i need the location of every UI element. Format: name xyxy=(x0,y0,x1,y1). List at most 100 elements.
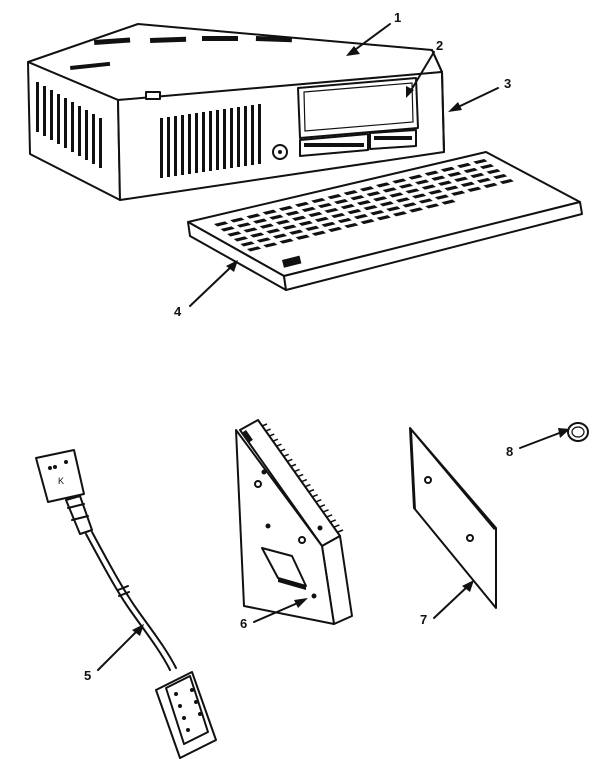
key xyxy=(344,222,359,229)
key xyxy=(256,237,271,243)
edge-tick xyxy=(305,483,311,488)
key xyxy=(386,206,401,212)
key xyxy=(230,217,245,223)
key xyxy=(220,226,235,232)
drive-bay xyxy=(297,77,419,139)
key xyxy=(476,177,492,183)
key xyxy=(353,214,369,220)
edge-tick xyxy=(276,443,282,447)
key xyxy=(467,186,482,192)
key xyxy=(424,170,439,176)
key xyxy=(324,207,339,214)
callout-8: 8 xyxy=(506,444,513,459)
key xyxy=(340,204,355,210)
key xyxy=(493,173,508,180)
key xyxy=(246,213,261,219)
key xyxy=(282,224,297,230)
key xyxy=(314,216,330,222)
key xyxy=(236,222,252,228)
connector-mark: K xyxy=(58,476,64,486)
key xyxy=(247,246,262,252)
edge-tick xyxy=(265,428,271,432)
key xyxy=(415,179,430,185)
key xyxy=(418,198,433,204)
key xyxy=(454,176,469,182)
key xyxy=(421,184,436,190)
key xyxy=(444,185,459,191)
key xyxy=(301,206,316,212)
key xyxy=(409,207,424,213)
edge-tick xyxy=(294,468,300,473)
edge-tick xyxy=(301,478,308,483)
key xyxy=(292,215,307,221)
key xyxy=(278,205,294,211)
mounting-plate xyxy=(409,427,497,609)
key xyxy=(370,210,385,216)
edge-tick xyxy=(279,448,286,452)
edge-tick xyxy=(330,519,337,523)
key xyxy=(431,175,446,181)
edge-tick xyxy=(283,453,289,457)
key xyxy=(343,190,358,196)
key xyxy=(460,181,475,187)
edge-tick xyxy=(297,473,304,478)
key xyxy=(347,209,362,215)
key xyxy=(434,194,450,200)
key xyxy=(311,197,326,204)
key xyxy=(250,232,265,238)
system-unit xyxy=(27,23,445,201)
key xyxy=(402,202,417,208)
edge-tick xyxy=(308,488,315,493)
callout-7: 7 xyxy=(420,612,427,627)
key xyxy=(275,219,291,225)
key xyxy=(473,158,488,165)
edge-tick xyxy=(268,433,275,437)
key xyxy=(373,196,388,202)
key xyxy=(379,201,394,207)
key xyxy=(441,199,456,205)
callout-2: 2 xyxy=(436,38,443,53)
key xyxy=(263,242,278,248)
key xyxy=(337,217,352,224)
key xyxy=(360,219,375,225)
key xyxy=(295,201,310,207)
module-edge-ticks xyxy=(261,423,344,533)
key xyxy=(382,187,397,193)
edge-tick xyxy=(312,493,318,498)
edge-tick xyxy=(287,458,293,463)
key xyxy=(479,163,495,170)
key xyxy=(392,178,407,184)
key xyxy=(289,229,304,235)
plug xyxy=(567,422,589,442)
key xyxy=(331,212,346,219)
key xyxy=(243,227,258,233)
key xyxy=(451,190,466,196)
key xyxy=(366,191,381,197)
edge-tick xyxy=(316,499,322,503)
keyboard xyxy=(187,151,583,291)
key xyxy=(295,234,310,240)
key xyxy=(321,221,336,227)
edge-tick xyxy=(319,504,326,508)
key xyxy=(395,197,411,203)
key xyxy=(298,220,313,226)
key xyxy=(308,211,323,217)
key xyxy=(327,194,342,200)
key xyxy=(285,210,300,216)
key xyxy=(269,214,284,220)
key xyxy=(272,233,288,239)
key xyxy=(356,200,372,206)
key xyxy=(376,215,391,221)
edge-tick xyxy=(323,509,329,513)
edge-tick xyxy=(290,463,297,468)
circuit-module xyxy=(235,419,353,625)
callout-3: 3 xyxy=(504,76,511,91)
key xyxy=(457,162,472,168)
callout-labels: 1 2 3 4 5 6 7 8 xyxy=(84,10,513,683)
key xyxy=(405,188,420,194)
key xyxy=(240,241,255,247)
callout-arrows xyxy=(97,23,570,671)
key xyxy=(262,209,277,215)
edge-tick xyxy=(326,514,333,518)
key xyxy=(398,183,414,189)
